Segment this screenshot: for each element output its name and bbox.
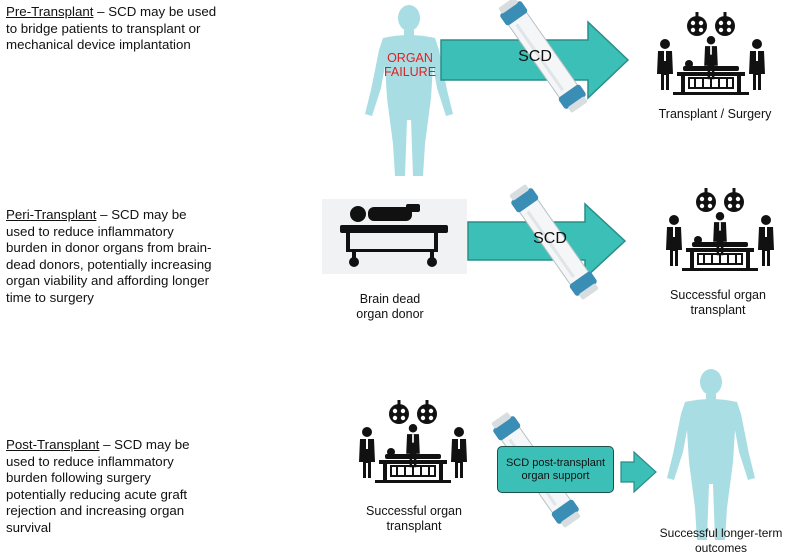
scd-support-box: SCD post-transplant organ support <box>497 446 614 493</box>
row3-source-line2: transplant <box>386 519 442 533</box>
pre-transplant-text: – SCD may be used to bridge patients to … <box>6 4 217 52</box>
peri-transplant-description: Peri-Transplant – SCD may be used to red… <box>6 207 216 306</box>
longer-term-outcomes-label: Successful longer-term outcomes <box>646 526 796 556</box>
scd-arrow-label-row1: SCD <box>518 48 552 65</box>
post-transplant-text: – SCD may be used to reduce inflammatory… <box>6 437 190 535</box>
brain-dead-donor-label: Brain dead organ donor <box>335 292 445 322</box>
successful-transplant-label-row3: Successful organ transplant <box>344 504 484 534</box>
transplant-surgery-label: Transplant / Surgery <box>658 107 772 121</box>
arrow-row3 <box>620 450 657 494</box>
scd-arrow-label-row2: SCD <box>533 230 567 247</box>
row2-result-line2: transplant <box>690 303 746 317</box>
surgery-icon-row2 <box>666 188 774 271</box>
pre-transplant-term: Pre-Transplant <box>6 4 94 19</box>
peri-transplant-term: Peri-Transplant <box>6 207 97 222</box>
post-transplant-description: Post-Transplant – SCD may be used to red… <box>6 437 214 536</box>
post-transplant-term: Post-Transplant <box>6 437 100 452</box>
donor-label-line2: organ donor <box>356 307 424 321</box>
row2-result-line1: Successful organ <box>670 288 766 302</box>
pre-transplant-description: Pre-Transplant – SCD may be used to brid… <box>6 4 221 54</box>
brain-dead-donor-icon <box>340 204 448 267</box>
outcomes-line2: outcomes <box>694 541 748 555</box>
surgery-icon-row1 <box>657 12 765 95</box>
row3-source-line1: Successful organ <box>366 504 462 518</box>
patient-organ-failure-icon <box>365 5 453 176</box>
organ-failure-line2: FAILURE <box>383 65 437 79</box>
donor-label-line1: Brain dead <box>359 292 421 306</box>
outcomes-line1: Successful longer-term <box>659 526 783 540</box>
healthy-patient-icon <box>667 369 755 540</box>
organ-failure-line1: ORGAN <box>387 51 433 65</box>
successful-transplant-label-row2: Successful organ transplant <box>648 288 788 318</box>
peri-transplant-text: – SCD may be used to reduce inflammatory… <box>6 207 212 305</box>
surgery-icon-row3 <box>359 400 467 483</box>
organ-failure-label: ORGAN FAILURE <box>378 51 442 79</box>
